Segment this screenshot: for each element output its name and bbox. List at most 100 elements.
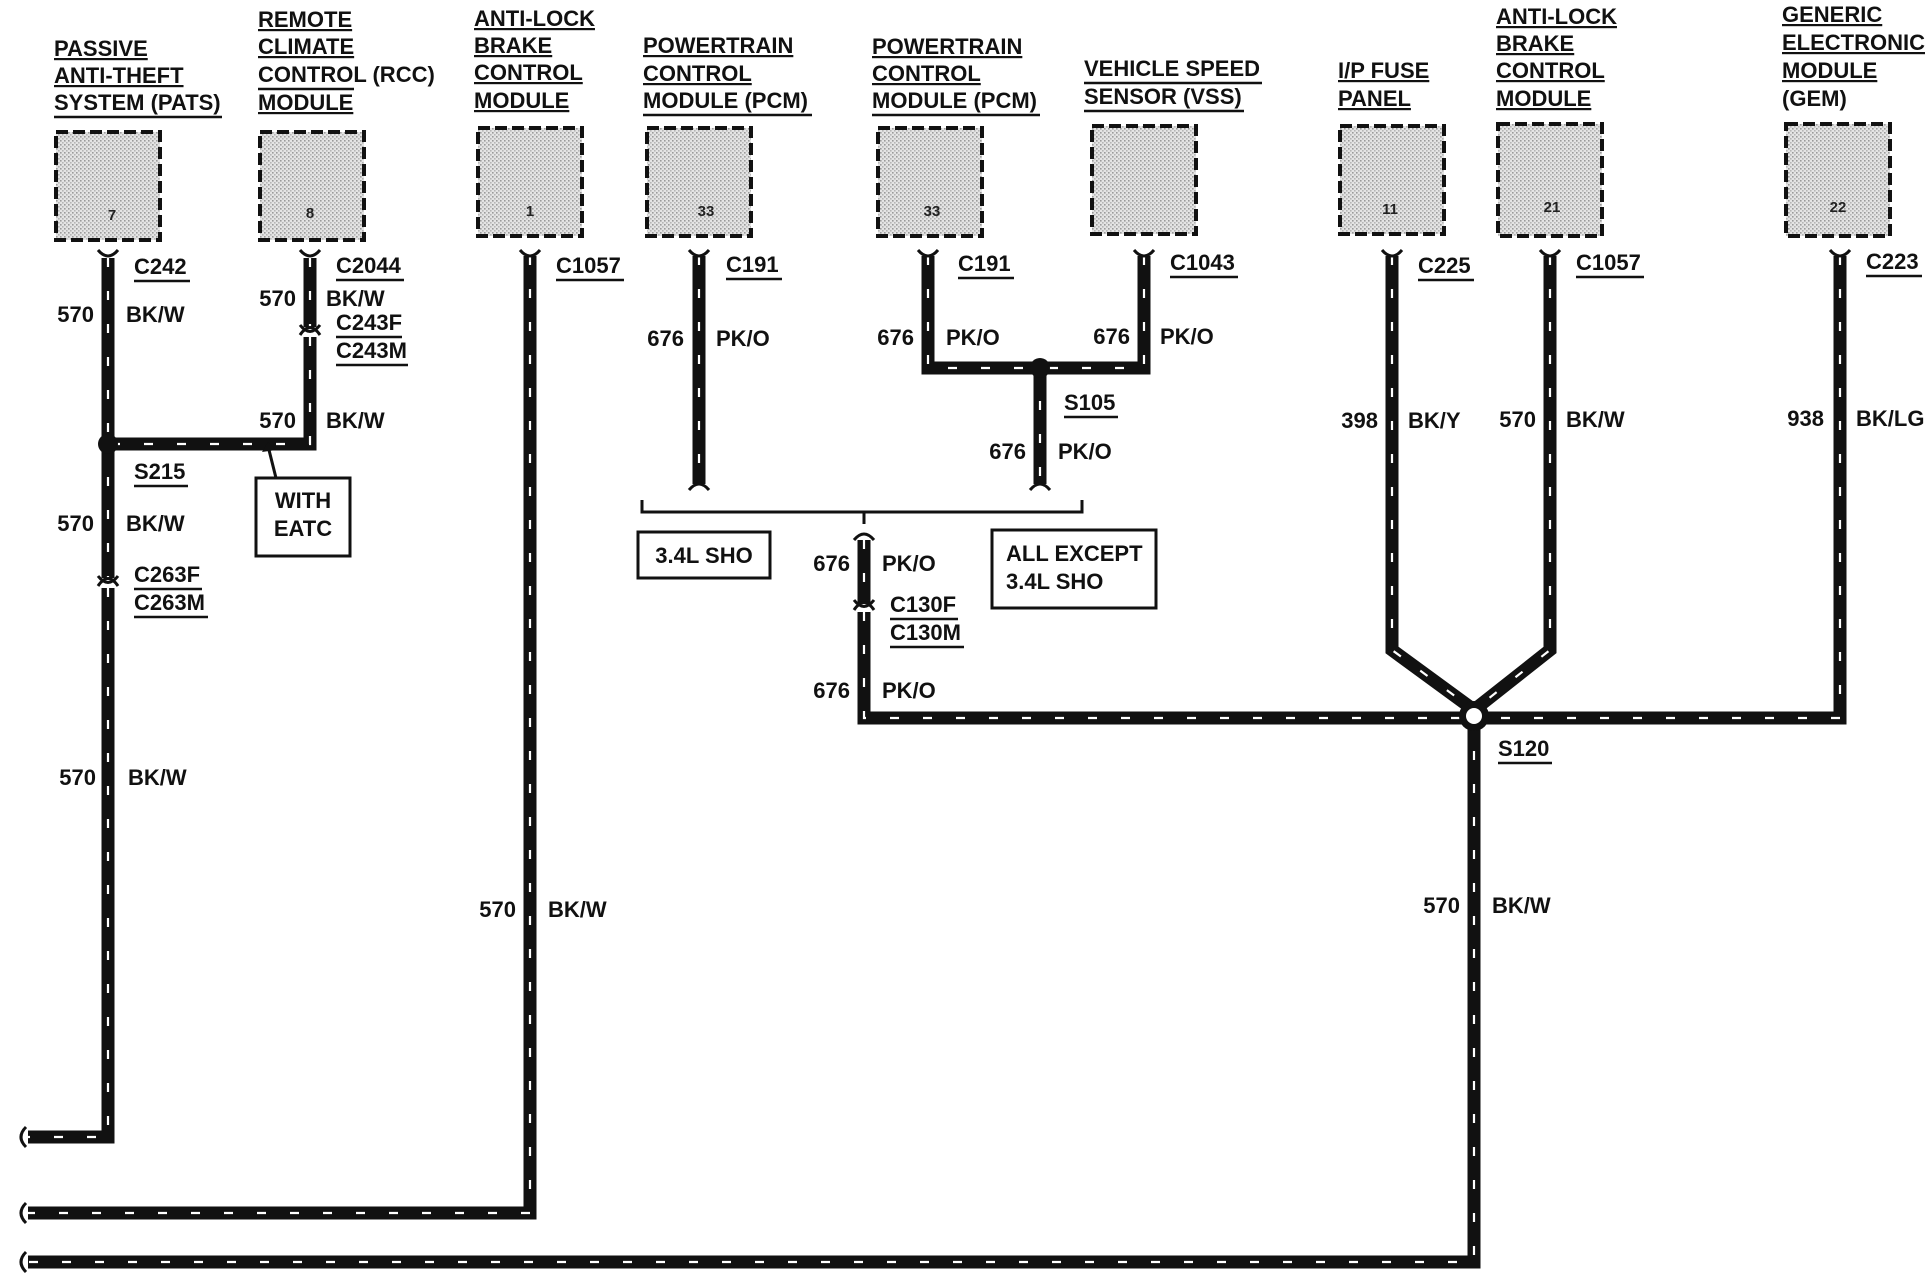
wire-10-color: PK/O [1058,439,1112,464]
connector-c263f: C263F [134,562,200,587]
component-pcm2-pin: 33 [924,203,941,220]
wire-1-color: BK/W [126,302,185,327]
component-pcm1-title-3: MODULE (PCM) [643,88,808,113]
inline-connector-c263 [96,575,120,587]
connector-forks [96,248,1852,611]
component-abs1-pin: 1 [526,203,534,220]
component-pats-title-2: ANTI-THEFT [54,63,184,88]
wire-13-color: BK/Y [1408,408,1461,433]
component-pcm2-title-3: MODULE (PCM) [872,88,1037,113]
component-ipfuse-title-2: PANEL [1338,86,1411,111]
wire-labels: 570 BK/W 570 BK/W 570 BK/W 570 BK/W 570 … [57,286,1924,922]
component-pcm2-title-1: POWERTRAIN [872,34,1022,59]
component-abs1-box [476,126,584,238]
splice-s105-dot [1030,358,1050,378]
wire-2-circuit: 570 [259,286,296,311]
component-vss-box [1090,124,1198,236]
component-abs2-pin: 21 [1544,199,1561,216]
splice-s120: S120 [1498,736,1549,761]
wire-abs2-to-s120 [1469,256,1557,716]
note-sho-label: 3.4L SHO [655,543,752,568]
wire-16-circuit: 570 [1423,893,1460,918]
connector-c1043: C1043 [1170,250,1235,275]
wire-12-color: PK/O [882,678,936,703]
component-vss-title-2: SENSOR (VSS) [1084,84,1242,109]
connector-c242: C242 [134,254,187,279]
component-pcm1-title-2: CONTROL [643,61,752,86]
note-with-eatc-line-2: EATC [274,516,332,541]
component-titles: PASSIVE ANTI-THEFT SYSTEM (PATS) REMOTE … [54,2,1925,119]
connector-c2044: C2044 [336,253,402,278]
component-gem-pin: 22 [1830,199,1847,216]
note-all-except-box [990,528,1158,610]
component-pcm1-pin: 33 [698,203,715,220]
connector-c1057-a: C1057 [556,253,621,278]
splice-s120-dot [1466,708,1482,724]
component-gem-title-2: ELECTRONIC [1782,30,1925,55]
wire-11-color: PK/O [882,551,936,576]
wire-9-color: PK/O [1160,324,1214,349]
connector-c243f: C243F [336,310,402,335]
wire-s120-to-ground-3 [28,718,1481,1269]
component-abs2-title-3: CONTROL [1496,58,1605,83]
component-pcm2-title-2: CONTROL [872,61,981,86]
component-abs1-title-3: CONTROL [474,60,583,85]
connector-c130m: C130M [890,620,961,645]
eatc-pointer-arrow [266,445,278,479]
component-rcc-box [258,130,366,242]
component-gem-title-4: (GEM) [1782,86,1847,111]
component-rcc-title-4: MODULE [258,90,353,115]
splice-labels: S215 S105 S120 [134,390,1552,765]
note-with-eatc-line-1: WITH [275,488,331,513]
wire-8-color: PK/O [946,325,1000,350]
connector-c1057-b: C1057 [1576,250,1641,275]
wire-vss-to-s105 [1040,256,1151,375]
wire-10-circuit: 676 [989,439,1026,464]
component-ipfuse-pin: 11 [1382,201,1398,218]
note-sho-box [636,530,772,580]
wire-2-color: BK/W [326,286,385,311]
wire-4-circuit: 570 [57,511,94,536]
component-boxes [54,122,1892,242]
component-pcm1-title-1: POWERTRAIN [643,33,793,58]
note-with-eatc-box [254,476,352,558]
component-pcm1-box [645,126,753,238]
wire-7-color: PK/O [716,326,770,351]
splice-s215-dot [98,434,118,454]
connector-c225: C225 [1418,253,1471,278]
component-abs2-title-2: BRAKE [1496,31,1574,56]
wire-11-circuit: 676 [813,551,850,576]
wire-4-color: BK/W [126,511,185,536]
connector-c243m: C243M [336,338,407,363]
component-vss-title-1: VEHICLE SPEED [1084,56,1260,81]
component-pats-title-3: SYSTEM (PATS) [54,90,221,115]
component-abs2-title-1: ANTI-LOCK [1496,4,1617,29]
component-rcc-title-1: REMOTE [258,7,352,32]
wire-gem-to-s120 [1474,256,1847,725]
note-boxes: WITH EATC 3.4L SHO ALL EXCEPT 3.4L SHO [254,476,1158,610]
wire-1-circuit: 570 [57,302,94,327]
wire-3-circuit: 570 [259,408,296,433]
component-abs1-title-4: MODULE [474,88,569,113]
component-pats-pin: 7 [108,207,116,224]
connector-c130f: C130F [890,592,956,617]
component-rcc-pin: 8 [306,205,314,222]
component-pcm2-box [876,126,984,238]
splice-s215: S215 [134,459,185,484]
wire-7-circuit: 676 [647,326,684,351]
wire-16-color: BK/W [1492,893,1551,918]
component-ipfuse-box [1338,124,1446,236]
wire-ipfuse-to-s120 [1385,256,1478,716]
note-all-except-line-1: ALL EXCEPT [1006,541,1143,566]
wire-c263-to-ground-1 [28,588,115,1144]
connector-c191-b: C191 [958,251,1011,276]
component-rcc-title-2: CLIMATE [258,34,354,59]
inline-connector-c130 [852,599,876,611]
wire-stripes [28,256,1842,1264]
wire-12-circuit: 676 [813,678,850,703]
component-gem-title-3: MODULE [1782,58,1877,83]
inline-connector-c243 [298,324,322,336]
component-abs2-title-4: MODULE [1496,86,1591,111]
wire-8-circuit: 676 [877,325,914,350]
